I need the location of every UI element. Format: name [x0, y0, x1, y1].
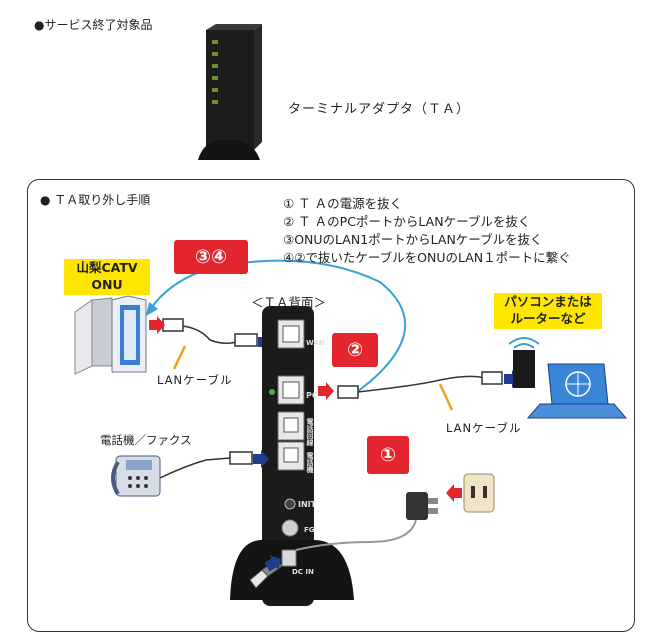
- reconnect-cable: [149, 259, 406, 393]
- procedure-step-1: ① Ｔ Ａの電源を抜く: [283, 196, 403, 211]
- lan-cable-label-right: LANケーブル: [446, 421, 522, 435]
- pc-badge-line1: パソコンまたは: [504, 294, 592, 309]
- procedure-step-3: ③ONUのLAN1ポートからLANケーブルを抜く: [283, 232, 543, 247]
- procedure-step-4: ④②で抜いたケーブルをONUのLAN１ポートに繋ぐ: [283, 250, 571, 265]
- pc-badge-line2: ルーターなど: [510, 311, 586, 326]
- port-label-wan: WAN: [306, 339, 325, 347]
- lan-cable-label-left: LANケーブル: [157, 373, 233, 387]
- procedure-title: ● ＴＡ取り外し手順: [40, 193, 151, 207]
- port-label-init: INIT: [298, 500, 317, 509]
- page-title: ●サービス終了対象品: [34, 18, 153, 32]
- pc-badge: パソコンまたは ルーターなど: [494, 293, 602, 329]
- marker-step-2: ②: [332, 333, 378, 367]
- procedure-panel: [27, 179, 635, 632]
- pc-cable: [318, 370, 520, 411]
- reconnect-arrowhead: [146, 302, 158, 316]
- onu-badge-line2: ONU: [91, 277, 123, 292]
- port-label-fg: FG: [304, 526, 315, 534]
- port-label-line2: 電話機: [306, 452, 314, 473]
- onu-device: [74, 295, 147, 375]
- phone-label: 電話機／ファクス: [100, 433, 192, 447]
- ta-back-label: ＜ＴＡ背面＞: [251, 295, 327, 310]
- ta-product-label: ターミナルアダプタ（ＴＡ）: [288, 102, 471, 117]
- dc-plug: [249, 555, 283, 589]
- procedure-step-2: ② Ｔ ＡのPCポートからLANケーブルを抜く: [283, 214, 531, 229]
- onu-badge-line1: 山梨CATV: [76, 260, 138, 275]
- phone-device: [111, 450, 269, 497]
- ta-back-panel: [230, 306, 354, 606]
- marker-step-1: ①: [367, 436, 409, 474]
- port-label-dcin: DC IN: [292, 568, 314, 576]
- port-label-pc: PC: [306, 391, 318, 400]
- marker-step-34: ③④: [174, 240, 248, 274]
- onu-badge: 山梨CATV ONU: [64, 259, 150, 295]
- port-label-line1: 電話回線: [306, 418, 314, 446]
- power-adapter: [295, 473, 495, 551]
- ta-device-photo: [198, 24, 262, 160]
- pc-router-device: [508, 337, 628, 419]
